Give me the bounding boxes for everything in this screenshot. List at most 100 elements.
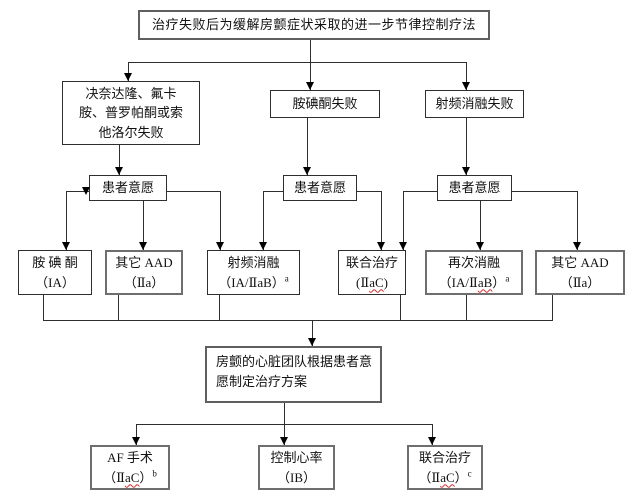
arrowhead-down-icon <box>377 242 385 250</box>
arrowhead-down-icon <box>462 82 470 90</box>
box-text: 联合治疗 <box>418 450 471 465</box>
arrowhead-down-icon <box>306 82 314 90</box>
spellcheck-underline: aB <box>477 274 493 290</box>
arrowhead-down-icon <box>216 242 224 250</box>
box-text: 其它 AAD <box>551 255 609 270</box>
box-af-surgery: AF 手术 （ⅡaC）b <box>90 445 170 490</box>
arrowhead-down-icon <box>399 242 407 250</box>
connector-line <box>432 424 433 445</box>
connector-line <box>263 191 264 250</box>
connector-line <box>357 191 381 192</box>
connector-line <box>403 191 404 250</box>
box-grade: （IA/ⅡaB）a <box>438 273 510 290</box>
connector-line <box>43 295 44 320</box>
box-dronedarone-failure: 决奈达隆、氟卡 胺、普罗帕酮或索 他洛尔失败 <box>62 81 200 145</box>
connector-line <box>552 295 553 320</box>
arrowhead-down-icon <box>303 167 311 175</box>
connector-line <box>66 191 67 250</box>
connector-line <box>128 62 467 63</box>
box-text: 患者意愿 <box>101 180 154 196</box>
connector-line <box>118 295 119 320</box>
box-text: 他洛尔失败 <box>98 124 164 140</box>
box-catheter-ablation: 射频消融 （IA/ⅡaB）a <box>207 250 300 295</box>
box-text: 联合治疗 <box>345 255 398 270</box>
box-grade: (ⅡaC) <box>356 274 388 290</box>
box-grade: （ⅡaC）c <box>418 468 472 485</box>
box-heart-team: 房颤的心脏团队根据患者意 愿制定治疗方案 <box>205 346 382 403</box>
box-text: 患者意愿 <box>293 180 346 196</box>
box-text: 控制心率 <box>270 450 323 465</box>
connector-line <box>312 320 313 346</box>
box-final-hybrid-therapy: 联合治疗 （ⅡaC）c <box>407 445 483 490</box>
box-grade: （IA/ⅡaB）a <box>218 273 289 290</box>
connector-line <box>284 424 285 445</box>
flowchart-title-box: 治疗失败后为缓解房颤症状采取的进一步节律控制疗法 <box>138 10 490 40</box>
box-grade: （ⅡaC）b <box>103 468 157 485</box>
box-patient-preference-left: 患者意愿 <box>89 175 167 201</box>
connector-line <box>577 191 578 250</box>
box-text: 胺、普罗帕酮或索 <box>78 105 183 121</box>
box-text: 胺 碘 酮 <box>32 255 78 270</box>
box-text: 房颤的心脏团队根据患者意 <box>216 354 373 369</box>
box-text: 胺碘酮失败 <box>292 96 358 112</box>
connector-line <box>284 403 285 424</box>
connector-line <box>480 201 481 250</box>
flowchart-title: 治疗失败后为缓解房颤症状采取的进一步节律控制疗法 <box>151 17 476 33</box>
connector-line <box>381 191 382 250</box>
connector-line <box>466 295 467 320</box>
connector-line <box>219 295 220 320</box>
box-patient-preference-right: 患者意愿 <box>437 175 512 201</box>
connector-line <box>466 62 467 90</box>
box-grade: （IA） <box>35 274 75 290</box>
arrowhead-down-icon <box>124 73 132 81</box>
box-grade: （Ⅱa） <box>559 274 601 290</box>
arrowhead-down-icon <box>132 437 140 445</box>
box-amiodarone-failure: 胺碘酮失败 <box>270 90 380 118</box>
box-text: 其它 AAD <box>115 255 173 270</box>
connector-line <box>128 62 129 81</box>
box-ablation-failure: 射频消融失败 <box>425 90 524 118</box>
arrowhead-down-icon <box>259 242 267 250</box>
box-text: 愿制定治疗方案 <box>216 373 308 389</box>
connector-line <box>307 118 308 175</box>
arrowhead-down-icon <box>428 437 436 445</box>
connector-line <box>400 295 401 320</box>
box-text: 再次消融 <box>447 255 500 270</box>
footnote-marker: c <box>467 468 472 479</box>
arrowhead-down-icon <box>139 242 147 250</box>
box-repeat-ablation: 再次消融 （IA/ⅡaB）a <box>425 250 523 295</box>
connector-line <box>263 191 283 192</box>
box-grade: （Ⅱa） <box>123 274 165 290</box>
box-amiodarone-option: 胺 碘 酮 （IA） <box>18 250 92 295</box>
box-rate-control: 控制心率 （IB） <box>258 445 335 490</box>
arrowhead-down-icon <box>62 242 70 250</box>
connector-line <box>403 191 437 192</box>
spellcheck-underline: aC <box>124 469 140 485</box>
box-text: AF 手术 <box>107 450 153 465</box>
arrowhead-down-icon <box>280 437 288 445</box>
arrowhead-down-icon <box>115 167 123 175</box>
box-text: 射频消融 <box>227 255 280 270</box>
box-text: 决奈达隆、氟卡 <box>85 85 177 101</box>
arrowhead-down-icon <box>476 242 484 250</box>
connector-line <box>136 424 137 445</box>
connector-line <box>167 191 220 192</box>
connector-line <box>143 201 144 250</box>
spellcheck-underline: aC <box>369 274 384 290</box>
box-other-aad-left: 其它 AAD （Ⅱa） <box>105 250 183 295</box>
spellcheck-underline: aC <box>440 469 455 485</box>
footnote-marker: a <box>284 273 289 284</box>
connector-line <box>310 62 311 90</box>
box-other-aad-right: 其它 AAD （Ⅱa） <box>535 250 625 295</box>
arrowhead-down-icon <box>308 338 316 346</box>
connector-line <box>43 320 553 321</box>
connector-line <box>466 118 467 175</box>
arrowhead-down-icon <box>573 242 581 250</box>
box-patient-preference-middle: 患者意愿 <box>283 175 357 201</box>
box-text: 射频消融失败 <box>435 96 514 112</box>
box-text: 患者意愿 <box>448 180 501 196</box>
connector-line <box>220 191 221 250</box>
arrowhead-down-icon <box>82 187 90 195</box>
connector-line <box>119 145 120 175</box>
